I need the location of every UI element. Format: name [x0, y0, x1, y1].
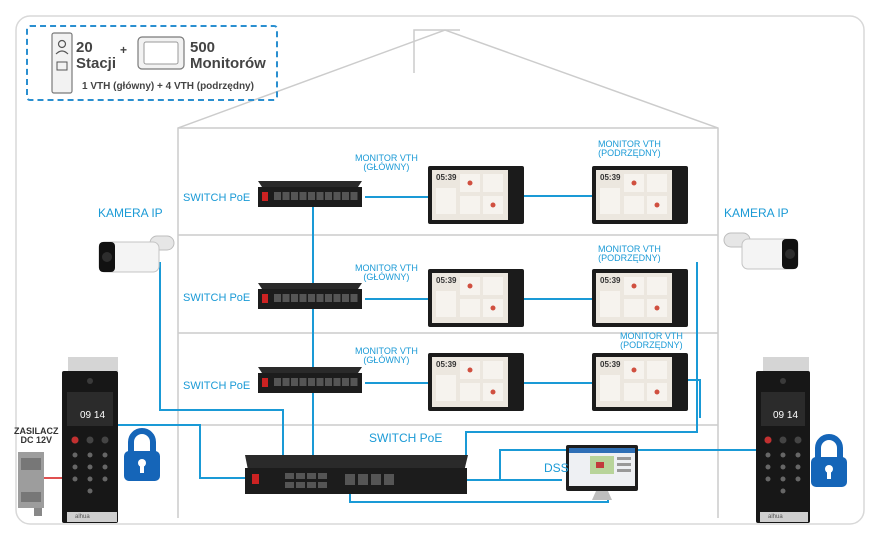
right-camera-label: KAMERA IP: [724, 206, 789, 220]
main-vth-monitor: [428, 166, 524, 224]
floor-switch-label: SWITCH PoE: [183, 380, 251, 392]
right-brand-label: alhua: [768, 514, 783, 520]
right-lock-icon: [811, 434, 847, 487]
stations-label: Stacji: [76, 55, 117, 72]
monitor-screen-time: 05:39: [436, 276, 457, 285]
right-door-time: 09 14: [773, 410, 799, 421]
left-lock-icon: [124, 428, 160, 481]
dss-computer: [566, 445, 638, 500]
dss-label: DSS: [544, 461, 569, 475]
monitor-screen-time: 05:39: [600, 173, 621, 182]
sub-vth-monitor: [592, 166, 688, 224]
door-station-legend-icon: [51, 32, 73, 94]
monitor-screen-time: 05:39: [600, 360, 621, 369]
left-door-station: [62, 357, 118, 523]
main-vth-monitor: [428, 353, 524, 411]
floor-poe-switch: [258, 283, 362, 309]
house-outline: [177, 29, 719, 518]
sub-vth-monitor: [592, 353, 688, 411]
left-camera-label: KAMERA IP: [98, 206, 163, 220]
sub-monitor-label: MONITOR VTH (PODRZĘDNY): [620, 331, 683, 351]
floor-poe-switch: [258, 181, 362, 207]
config-note: 1 VTH (główny) + 4 VTH (podrzędny): [82, 81, 254, 92]
right-door-station: [756, 357, 810, 523]
main-monitor-label: MONITOR VTH (GŁÓWNY): [355, 263, 418, 283]
monitor-legend-icon: [137, 36, 185, 70]
power-supply-label: ZASILACZ DC 12V: [14, 426, 59, 446]
left-brand-label: alhua: [75, 514, 90, 520]
monitors-count: 500: [190, 39, 216, 56]
sub-monitor-label: MONITOR VTH (PODRZĘDNY): [598, 244, 661, 264]
monitor-screen-time: 05:39: [436, 360, 457, 369]
floor-switch-label: SWITCH PoE: [183, 192, 251, 204]
left-door-time: 09 14: [80, 410, 106, 421]
floor-switch-label: SWITCH PoE: [183, 292, 251, 304]
main-switch-label: SWITCH PoE: [369, 431, 443, 445]
right-ip-camera: [723, 232, 799, 270]
monitor-screen-time: 05:39: [436, 173, 457, 182]
main-vth-monitor: [428, 269, 524, 327]
main-poe-switch: [245, 455, 468, 494]
floor-poe-switch: [258, 367, 362, 393]
left-ip-camera: [98, 235, 175, 273]
monitor-screen-time: 05:39: [600, 276, 621, 285]
sub-monitor-label: MONITOR VTH (PODRZĘDNY): [598, 139, 661, 159]
stations-count: 20: [76, 39, 93, 56]
main-monitor-label: MONITOR VTH (GŁÓWNY): [355, 346, 418, 366]
sub-vth-monitor: [592, 269, 688, 327]
capacity-legend: [26, 25, 278, 101]
legend-plus: +: [120, 43, 128, 57]
monitors-label: Monitorów: [190, 55, 266, 72]
main-monitor-label: MONITOR VTH (GŁÓWNY): [355, 153, 418, 173]
power-supply-unit: [18, 452, 44, 516]
diagram-frame: [15, 15, 865, 525]
